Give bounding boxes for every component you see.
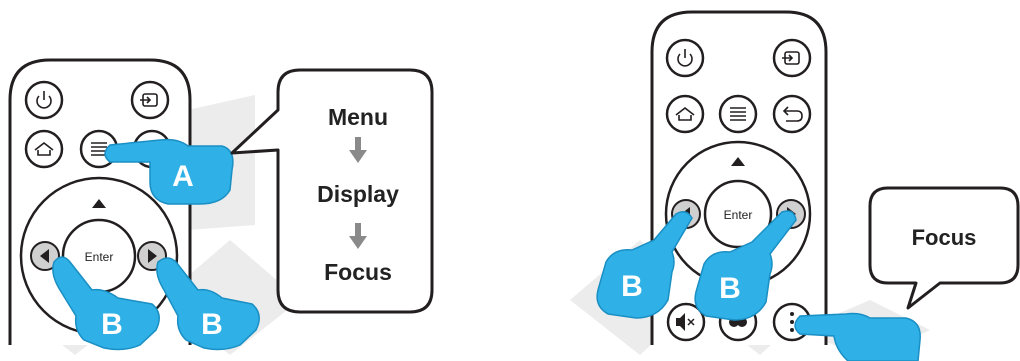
right-input-button[interactable] [772,38,812,78]
right-enter-label: Enter [724,208,753,222]
right-hand-b-2: B [694,210,797,321]
down-arrow-icon [349,223,367,249]
left-hand-a: A [104,138,234,205]
home-icon [34,141,54,156]
right-home-button[interactable] [665,94,705,134]
left-callout-bubble: Menu Display Focus [230,68,434,314]
callout-step-display: Display [317,181,399,207]
right-enter-button[interactable]: Enter [703,179,773,249]
left-hand-b-2: B [156,257,260,351]
hand-a-letter: A [172,160,194,193]
menu-icon [730,107,746,121]
callout-step-menu: Menu [328,104,388,130]
right-arrow-icon [148,249,157,263]
right-callout-bubble: Focus [868,186,1020,310]
right-back-button[interactable] [772,94,812,134]
input-source-icon [140,93,158,107]
hand-b-letter-2: B [201,308,223,341]
more-icon [790,312,794,332]
mute-icon [676,313,695,331]
right-mute-button[interactable] [666,302,706,342]
right-menu-button[interactable] [718,94,758,134]
left-input-button[interactable] [130,80,170,120]
input-source-icon [782,51,800,65]
up-arrow-icon[interactable] [92,199,106,208]
menu-icon [91,142,107,156]
power-icon [36,91,52,109]
right-hand-b-letter-1: B [621,270,643,303]
home-icon [675,106,695,121]
left-enter-button[interactable]: Enter [61,218,137,294]
left-arrow-icon [40,249,49,263]
hand-b-letter-1: B [101,308,123,341]
up-arrow-icon[interactable] [731,157,745,166]
left-enter-label: Enter [85,250,114,264]
right-hand-b-letter-2: B [719,272,741,305]
down-arrow-icon [349,137,367,163]
right-power-button[interactable] [665,38,705,78]
right-hand-more [794,312,921,361]
left-power-button[interactable] [24,80,64,120]
power-icon [677,49,693,67]
right-callout-focus: Focus [912,225,977,250]
right-hand-b-1: B [596,211,693,319]
back-icon [782,106,803,122]
left-home-button[interactable] [24,129,64,169]
left-left-arrow-button[interactable] [30,241,60,271]
callout-step-focus: Focus [324,259,392,285]
left-hand-b-1: B [52,256,160,351]
